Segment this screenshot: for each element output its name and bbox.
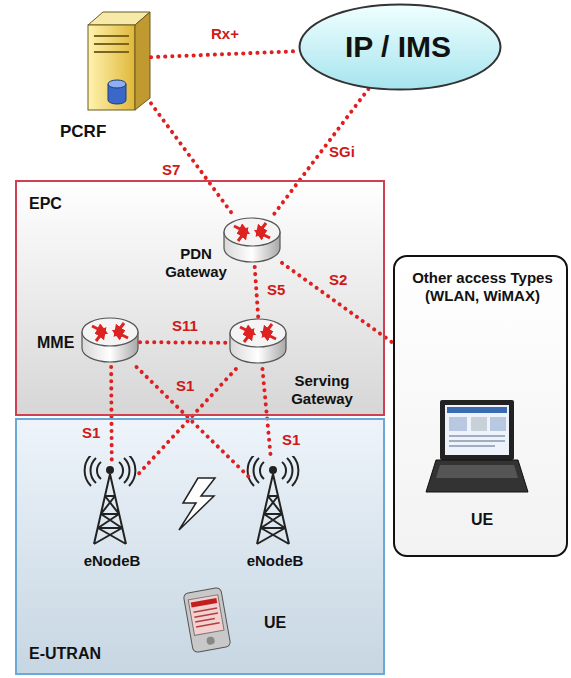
antenna-tower — [248, 455, 299, 544]
device-node: UE — [427, 397, 541, 537]
interface-label: S2 — [329, 272, 347, 289]
node-label: IP / IMS — [298, 29, 498, 65]
tower-node: eNodeB — [230, 457, 324, 574]
region-box: E-UTRAN eNodeB eNodeB UE — [15, 418, 385, 675]
interface-label: S1 — [176, 378, 194, 395]
server-node: PCRF — [55, 2, 155, 150]
antenna-tower — [85, 455, 136, 544]
router-icon — [230, 319, 286, 363]
radio-bolt — [179, 478, 215, 530]
interface-link — [255, 267, 258, 317]
access-box: Other access Types (WLAN, WiMAX) UE — [393, 255, 568, 557]
router-icon — [82, 318, 138, 362]
interface-link — [137, 367, 250, 478]
node-label: eNodeB — [230, 552, 320, 570]
router-node: PDN Gateway — [162, 207, 292, 287]
node-label: EPC — [29, 194, 109, 213]
node-label: PDN Gateway — [165, 245, 227, 281]
server-icon — [88, 12, 150, 110]
interface-link — [151, 51, 298, 57]
tower-node: eNodeB — [67, 457, 161, 574]
interface-label: Rx+ — [211, 26, 239, 43]
interface-label: S1 — [282, 432, 300, 449]
interface-label: S1 — [82, 425, 100, 442]
interface-label: S5 — [267, 282, 285, 299]
device-node: UE — [182, 587, 302, 657]
interface-label: S7 — [162, 162, 180, 179]
interface-link — [151, 103, 235, 217]
node-label: PCRF — [60, 122, 120, 142]
router-node: Serving Gateway — [227, 314, 367, 414]
node-label: UE — [264, 613, 298, 632]
interface-label: S11 — [172, 318, 198, 335]
phone-icon — [183, 587, 231, 653]
region-box: EPC PDN GatewayMME Serving Gateway — [15, 180, 385, 416]
interface-link — [109, 367, 114, 460]
router-icon — [224, 218, 280, 262]
interface-link — [137, 369, 236, 476]
interface-link — [140, 340, 230, 345]
interface-label: SGi — [329, 144, 355, 161]
node-label: Other access Types (WLAN, WiMAX) — [400, 269, 565, 305]
router-node: MME — [34, 314, 144, 372]
node-label: E-UTRAN — [29, 644, 129, 663]
interface-link — [282, 263, 393, 343]
cloud-ellipse: IP / IMS — [298, 3, 502, 91]
node-label: MME — [37, 333, 81, 352]
interface-link — [272, 89, 369, 217]
node-label: Serving Gateway — [280, 372, 364, 408]
laptop-icon — [426, 400, 528, 492]
node-label: eNodeB — [67, 552, 157, 570]
node-label: UE — [427, 510, 537, 529]
